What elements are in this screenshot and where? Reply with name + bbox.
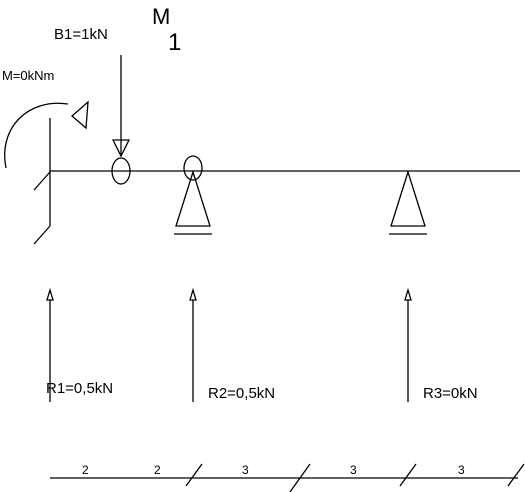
dimension-tick-4: [507, 463, 525, 487]
support-2-triangle: [175, 169, 211, 227]
section-label-sub: 1: [168, 29, 181, 56]
moment-arc: [4, 102, 69, 169]
fixed-support-hatch-bottom: [33, 225, 51, 245]
dimension-label-1: 2: [82, 463, 89, 477]
dimension-label-5: 3: [458, 463, 465, 477]
support-3-triangle: [390, 169, 426, 227]
dimension-tick-1: [185, 463, 203, 487]
reaction-2-arrowhead: [189, 287, 197, 301]
dimension-tick-3: [399, 463, 417, 487]
dimension-label-2: 2: [154, 463, 161, 477]
dimension-label-4: 3: [350, 463, 357, 477]
section-label-main: M: [152, 4, 170, 29]
reaction-3-arrowhead: [404, 287, 412, 301]
hinge-1: [111, 157, 131, 185]
dimension-tick-2: [289, 463, 311, 492]
point-load-arrowhead: [111, 139, 131, 158]
dimension-label-3: 3: [242, 463, 249, 477]
point-load-label: B1=1kN: [54, 26, 108, 43]
fixed-support-hatch-top: [33, 171, 51, 191]
moment-label: M=0kNm: [2, 68, 54, 83]
moment-arrowhead: [71, 100, 89, 130]
reaction-2-label: R2=0,5kN: [208, 385, 275, 402]
reaction-1-label: R1=0,5kN: [46, 380, 113, 397]
hinge-2: [183, 155, 203, 181]
reaction-3-label: R3=0kN: [423, 385, 478, 402]
reaction-1-arrowhead: [46, 287, 54, 301]
